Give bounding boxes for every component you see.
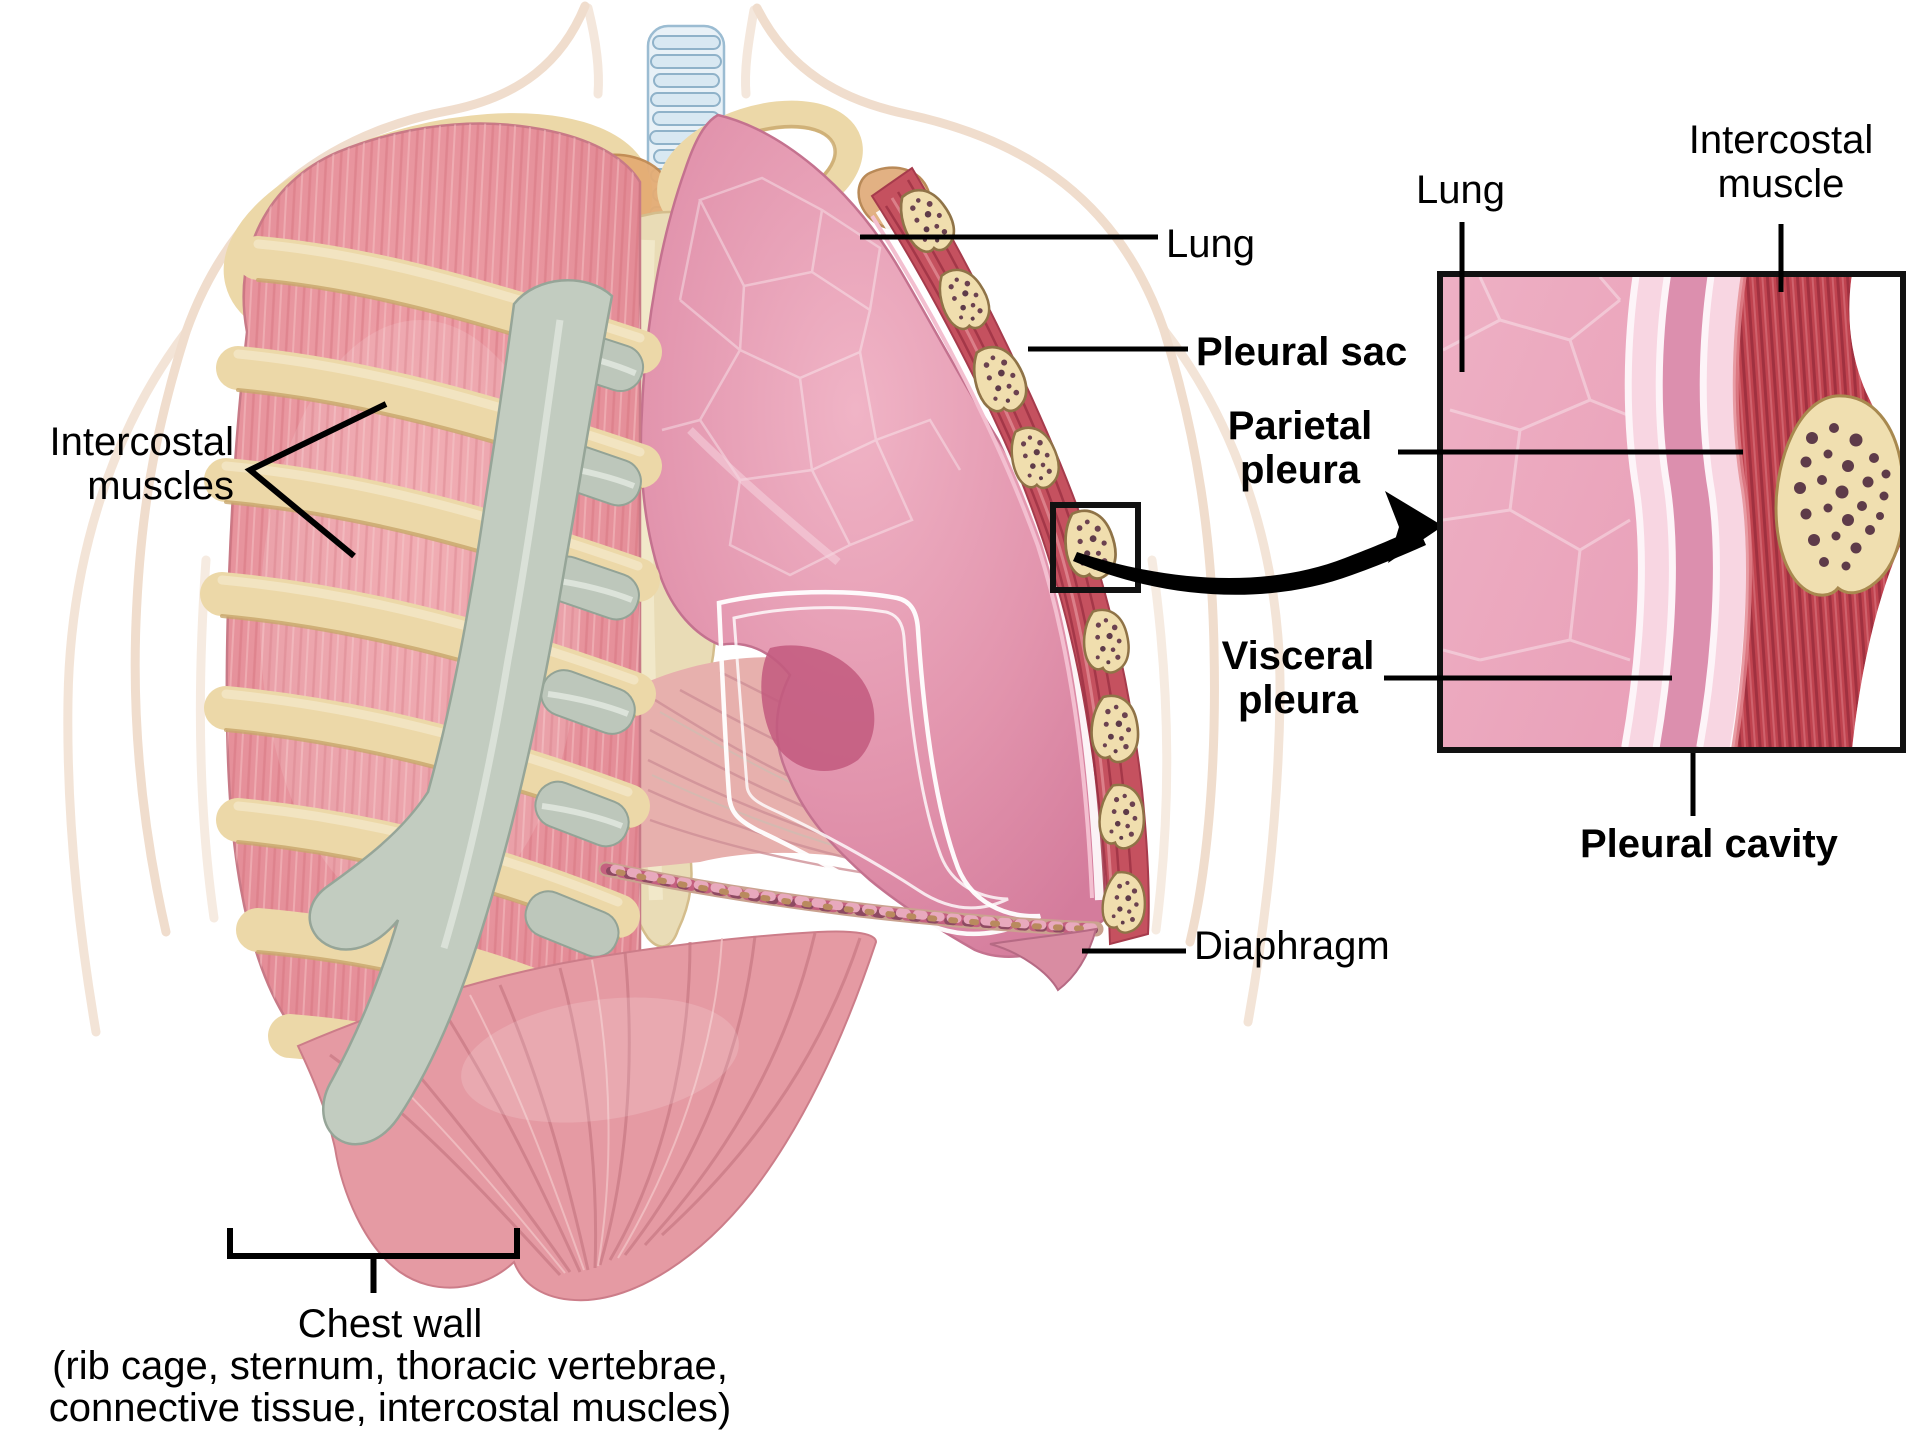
label-visceral-pleura-line2: pleura (1237, 678, 1359, 722)
label-pleural-cavity: Pleural cavity (1580, 822, 1838, 866)
label-chest-wall: Chest wall (rib cage, sternum, thoracic … (45, 1303, 735, 1429)
leader-intercostal-muscles (244, 401, 388, 559)
label-visceral-pleura: Visceral pleura (1188, 634, 1408, 722)
label-intercostal-muscles-line2: muscles (87, 464, 234, 508)
inset-rib-bone (1774, 394, 1900, 597)
inset-visceral-pleura (1621, 277, 1676, 747)
label-inset-intercostal-muscle-line2: muscle (1717, 162, 1845, 206)
inset-magnified-view (1437, 271, 1906, 753)
label-lung: Lung (1166, 222, 1255, 266)
label-parietal-pleura-line2: pleura (1239, 448, 1361, 492)
chest-wall-bracket (227, 1228, 520, 1293)
label-intercostal-muscles: Intercostal muscles (40, 420, 234, 508)
label-parietal-pleura: Parietal pleura (1190, 404, 1410, 492)
label-pleural-sac: Pleural sac (1196, 330, 1408, 374)
inset-parietal-pleura (1696, 277, 1753, 747)
magnify-arrow (1073, 491, 1443, 595)
diaphragm-edge (598, 861, 1104, 992)
body-outline (63, 1, 1285, 1037)
label-diaphragm: Diaphragm (1194, 924, 1390, 968)
sternum (308, 279, 614, 1146)
label-inset-intercostal-muscle: Intercostal muscle (1661, 118, 1901, 206)
magnified-region-box (1050, 502, 1141, 593)
label-parietal-pleura-line1: Parietal (1227, 404, 1373, 448)
label-intercostal-muscles-line1: Intercostal (49, 420, 234, 464)
leader-lines (244, 222, 1784, 954)
label-visceral-pleura-line1: Visceral (1221, 634, 1375, 678)
label-inset-lung: Lung (1416, 168, 1505, 212)
label-inset-intercostal-muscle-line1: Intercostal (1688, 118, 1874, 162)
label-chest-wall-line1: Chest wall (297, 1302, 483, 1346)
label-chest-wall-line2: (rib cage, sternum, thoracic vertebrae, (52, 1344, 728, 1388)
inset-pleural-cavity (1649, 277, 1724, 747)
label-chest-wall-line3: connective tissue, intercostal muscles) (48, 1386, 732, 1430)
